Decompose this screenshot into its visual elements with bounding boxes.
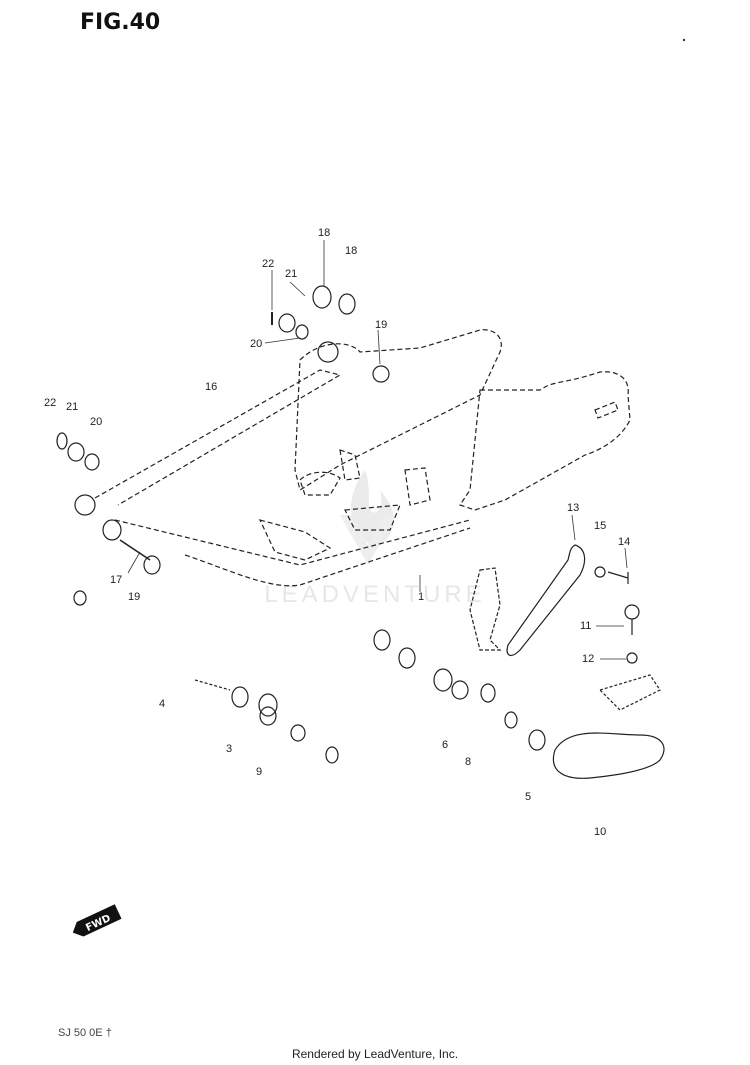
leader-21a bbox=[289, 281, 306, 297]
callout-8: 8 bbox=[465, 756, 471, 768]
chain-guide-assembly bbox=[469, 544, 665, 779]
swingarm-lower-left-arm bbox=[114, 519, 471, 566]
sleeve-left bbox=[74, 494, 96, 516]
bolt-head-part-11 bbox=[624, 604, 640, 620]
spacer-part-4 bbox=[231, 686, 249, 708]
callout-13: 13 bbox=[567, 502, 579, 514]
leadventure-watermark: LEADVENTURE bbox=[264, 470, 485, 608]
figure-title: FIG.40 bbox=[80, 10, 161, 35]
callout-9: 9 bbox=[256, 766, 262, 778]
callout-6: 6 bbox=[442, 739, 448, 751]
callout-3: 3 bbox=[226, 743, 232, 755]
nut-part-17 bbox=[143, 555, 161, 575]
nut-part-19 bbox=[372, 365, 390, 383]
pivot-shaft bbox=[119, 539, 151, 561]
leader-lines bbox=[127, 240, 628, 660]
axle-shaft bbox=[194, 679, 231, 691]
chain-guide-part-13 bbox=[506, 544, 586, 657]
swingarm-slot bbox=[594, 401, 619, 419]
callout-4: 4 bbox=[159, 698, 165, 710]
chain-guide-bracket-part-1 bbox=[469, 567, 502, 651]
callout-15: 15 bbox=[594, 520, 606, 532]
swingarm-bracket bbox=[258, 519, 332, 561]
callout-11: 11 bbox=[580, 620, 591, 632]
callout-17: 17 bbox=[110, 574, 122, 586]
callout-19: 19 bbox=[128, 591, 140, 603]
leader-14 bbox=[624, 547, 628, 569]
pivot-hardware-top bbox=[271, 285, 390, 383]
collar-left bbox=[102, 519, 122, 541]
collar-part bbox=[317, 341, 339, 363]
sleeve-part-9 bbox=[290, 724, 306, 742]
callout-22: 22 bbox=[44, 397, 56, 409]
bushing-part-18b bbox=[338, 293, 356, 315]
swingarm bbox=[94, 329, 631, 587]
callout-14: 14 bbox=[618, 536, 630, 548]
watermark-text: LEADVENTURE bbox=[264, 581, 485, 608]
fwd-arrow-icon: FWD bbox=[72, 904, 122, 937]
diagram-code: SJ 50 0E † bbox=[58, 1027, 112, 1039]
washer-part-21 bbox=[278, 313, 296, 333]
swingarm-crossmember bbox=[184, 527, 471, 587]
swingarm-right-lug bbox=[404, 467, 431, 506]
callout-18: 18 bbox=[345, 245, 357, 257]
washer-part-8 bbox=[504, 711, 518, 729]
bolt-part-15 bbox=[594, 566, 606, 578]
callout-labels: 18 18 22 21 20 19 16 22 21 20 17 19 13 1… bbox=[44, 227, 630, 838]
footer-credit: Rendered by LeadVenture, Inc. bbox=[291, 1047, 459, 1061]
bearing-part-3a bbox=[258, 693, 278, 717]
watermark-v-icon bbox=[340, 515, 396, 565]
callout-20: 20 bbox=[90, 416, 102, 428]
callout-20: 20 bbox=[250, 338, 262, 350]
seal-left bbox=[56, 432, 68, 450]
callout-1: 1 bbox=[418, 591, 424, 603]
bushing-part-18 bbox=[312, 285, 332, 309]
leader-19a bbox=[377, 329, 381, 365]
pivot-hardware-left bbox=[56, 432, 161, 606]
nut-part-12 bbox=[626, 652, 638, 664]
bearing-part-6b bbox=[451, 680, 469, 700]
callout-21: 21 bbox=[285, 268, 297, 280]
bearing-left bbox=[67, 442, 85, 462]
swingarm-pad bbox=[344, 504, 401, 531]
seal-part-9b bbox=[325, 746, 339, 764]
callout-10: 10 bbox=[594, 826, 606, 838]
collar-right bbox=[373, 629, 391, 651]
washer-lower-left bbox=[73, 590, 87, 606]
callout-12: 12 bbox=[582, 653, 594, 665]
scan-dot bbox=[682, 38, 686, 42]
nut-part-5 bbox=[528, 729, 546, 751]
callout-22: 22 bbox=[262, 258, 274, 270]
swingarm-upper-left-arm bbox=[94, 369, 342, 506]
callout-16: 16 bbox=[205, 381, 217, 393]
swingarm-pivot-housing bbox=[294, 329, 502, 491]
swingarm-weld-detail bbox=[339, 449, 361, 481]
axle-components bbox=[194, 629, 546, 764]
bearing-part-3b bbox=[259, 706, 277, 726]
spacer-right bbox=[398, 647, 416, 669]
callout-19: 19 bbox=[375, 319, 387, 331]
callout-21: 21 bbox=[66, 401, 78, 413]
bearing-part-6a bbox=[433, 668, 453, 692]
leader-17 bbox=[127, 551, 141, 574]
callout-18: 18 bbox=[318, 227, 330, 239]
bolt-part-14 bbox=[607, 571, 629, 584]
callout-5: 5 bbox=[525, 791, 531, 803]
washer-left bbox=[84, 453, 100, 471]
chain-slider-part-10 bbox=[552, 732, 665, 779]
slider-bracket bbox=[598, 674, 661, 711]
seal-part-8 bbox=[480, 683, 496, 703]
swingarm-link bbox=[299, 471, 341, 496]
swingarm-right-arm bbox=[459, 371, 631, 511]
leader-20a bbox=[264, 337, 301, 344]
leader-13 bbox=[571, 514, 576, 541]
washer-part-20 bbox=[295, 324, 309, 340]
